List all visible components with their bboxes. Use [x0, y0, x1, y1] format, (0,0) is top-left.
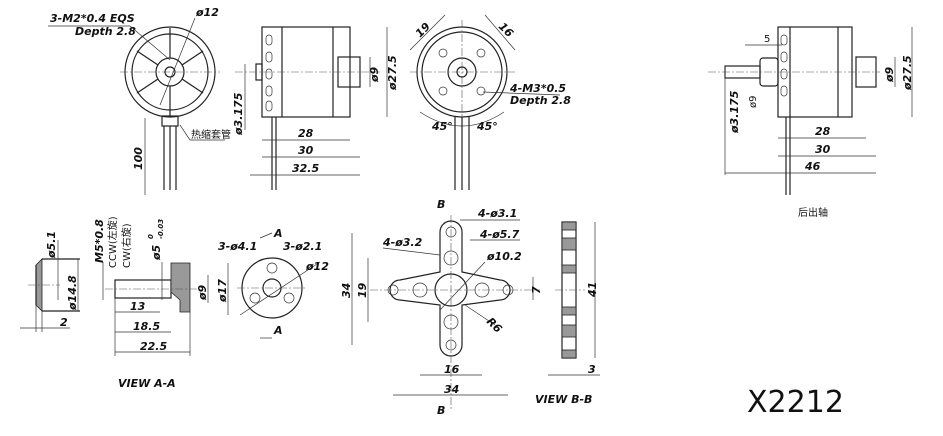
dia-label: ø12 — [195, 6, 219, 19]
thread-label: 3-M2*0.4 EQS — [50, 12, 135, 25]
washer-view: ø5.1 ø14.8 2 — [20, 231, 80, 332]
height19-label: 19 — [356, 282, 369, 298]
angle1-label: 45° — [431, 120, 453, 133]
depth-label: Depth 2.8 — [75, 25, 136, 38]
adapter-tol-lower: -0.03 — [157, 219, 165, 239]
section-b-bottom: B — [437, 404, 445, 417]
adapter-cw-label: CW(右旋) — [120, 223, 133, 268]
rear-view: 19 16 4-M3*0.5 Depth 2.8 45° 45° — [409, 14, 571, 190]
rear-dia9-label: ø9 — [883, 66, 896, 83]
len30-label: 30 — [298, 144, 314, 157]
section-a-bottom: A — [273, 324, 283, 337]
dim19-label: 19 — [413, 20, 433, 40]
adapter-tol-upper: 0 — [147, 234, 155, 239]
washer-dia51-label: ø5.1 — [45, 231, 58, 259]
holes31-label: 4-ø3.1 — [477, 207, 517, 220]
len32-label: 32.5 — [292, 162, 319, 175]
washer-thick-label: 2 — [60, 316, 68, 329]
dia27-label: ø27.5 — [386, 55, 399, 91]
rear-shaft-dia-label: ø3.175 — [728, 90, 741, 134]
section-a-top: A — [273, 227, 283, 240]
rear-len28-label: 28 — [815, 125, 831, 138]
view-aa-caption: VIEW A-A — [118, 377, 176, 390]
lead-length-label: 100 — [132, 147, 145, 170]
height34-label: 34 — [340, 283, 353, 298]
washer-dia148-label: ø14.8 — [66, 275, 79, 311]
rear-dia27-label: ø27.5 — [901, 55, 914, 91]
angle2-label: 45° — [476, 120, 498, 133]
prop-adapter-view: M5*0.8 CCW(左旋) CW(右旋) ø5 0 -0.03 ø9 ø17 … — [93, 216, 229, 390]
adapter-len13-label: 13 — [130, 300, 146, 313]
width16-label: 16 — [444, 363, 460, 376]
section-b-top: B — [437, 198, 445, 211]
face-dia12-label: ø12 — [305, 260, 329, 273]
adapter-len225-label: 22.5 — [140, 340, 167, 353]
side41-label: 41 — [586, 282, 599, 298]
rear-shaft-view: 5 ø9 ø3.175 ø9 ø27.5 28 30 46 后出轴 — [708, 26, 914, 219]
adapter-ccw-label: CCW(左旋) — [106, 216, 119, 268]
dim16-label: 16 — [496, 20, 516, 40]
cross-mount-view: B B 4-ø3.1 4-ø3.2 4-ø5.7 ø10.2 34 19 7 R… — [340, 198, 600, 417]
shaft-dia-label: ø3.175 — [232, 92, 245, 136]
face-holes21-label: 3-ø2.1 — [283, 240, 322, 253]
sleeve-label: 热缩套管 — [191, 128, 231, 141]
adapter-dia9-label: ø9 — [196, 284, 209, 301]
dim7-label: 7 — [530, 286, 543, 294]
dia9-small-label: ø9 — [748, 96, 759, 108]
len28-label: 28 — [298, 127, 314, 140]
adapter-len185-label: 18.5 — [133, 320, 160, 333]
model-label: X2212 — [747, 385, 844, 420]
dia9-label: ø9 — [368, 66, 381, 83]
front-view: 3-M2*0.4 EQS Depth 2.8 ø12 热缩套管 100 — [48, 6, 231, 195]
rear-shaft-caption: 后出轴 — [798, 206, 828, 219]
side3-label: 3 — [588, 363, 596, 376]
side-view: ø3.175 ø9 ø27.5 28 30 32.5 — [232, 26, 399, 190]
rear-len30-label: 30 — [815, 143, 831, 156]
rear-len46-label: 46 — [804, 160, 821, 173]
holes57-label: 4-ø5.7 — [479, 228, 520, 241]
view-bb-caption: VIEW B-B — [535, 393, 592, 406]
dia102-label: ø10.2 — [486, 250, 522, 263]
width34-label: 34 — [444, 383, 459, 396]
face-holes41-label: 3-ø4.1 — [218, 240, 257, 253]
adapter-thread-label: M5*0.8 — [93, 219, 106, 263]
dim5-label: 5 — [764, 34, 770, 45]
holes32-label: 4-ø3.2 — [382, 236, 423, 249]
adapter-face-view: 3-ø4.1 3-ø2.1 ø12 A A — [218, 227, 329, 339]
rear-depth-label: Depth 2.8 — [510, 94, 571, 107]
adapter-dia17-label: ø17 — [216, 279, 229, 303]
adapter-bore-label: ø5 — [150, 244, 163, 261]
r6-label: R6 — [484, 315, 505, 336]
rear-thread-label: 4-M3*0.5 — [509, 82, 566, 95]
